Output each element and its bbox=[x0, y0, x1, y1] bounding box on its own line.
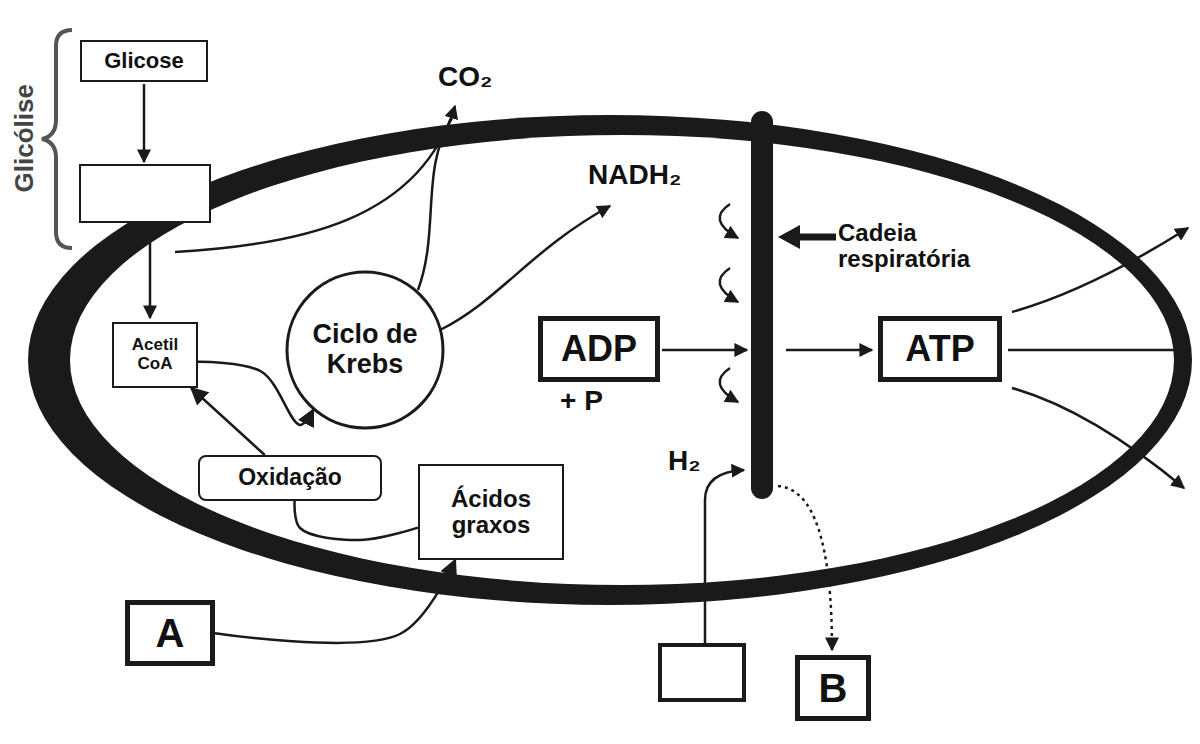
pointer-arrow bbox=[798, 234, 836, 241]
glycolysis-brace bbox=[42, 30, 72, 248]
node-text: Ácidos graxos bbox=[420, 486, 562, 539]
input-box: Glicose bbox=[80, 40, 208, 82]
arrow bbox=[143, 84, 146, 162]
arrow bbox=[149, 224, 152, 318]
arrow bbox=[720, 204, 738, 238]
molecule-label: + P bbox=[560, 386, 603, 417]
molecule-label: H₂ bbox=[668, 446, 701, 477]
arrow bbox=[1012, 388, 1184, 488]
node-text: Oxidação bbox=[234, 465, 346, 490]
node-text: Glicose bbox=[100, 49, 187, 73]
empty-box bbox=[80, 165, 210, 222]
metabolite-box: Acetil CoA bbox=[112, 322, 198, 388]
substrate-box: Ácidos graxos bbox=[418, 464, 564, 560]
node-text: B bbox=[815, 666, 852, 710]
line bbox=[418, 118, 452, 290]
molecule-box: ADP bbox=[538, 316, 660, 382]
pointer-arrowhead bbox=[778, 225, 800, 249]
cycle-circle: Ciclo de Krebs bbox=[285, 270, 445, 430]
bracket-label: Glicólise bbox=[10, 68, 39, 208]
node-text: ATP bbox=[901, 329, 978, 369]
pathway-arrows bbox=[144, 84, 1190, 650]
arrow bbox=[175, 106, 455, 252]
arrow bbox=[1008, 349, 1190, 352]
matrix bbox=[70, 135, 1174, 585]
answer-box: B bbox=[795, 655, 871, 721]
node-text: ADP bbox=[557, 329, 641, 369]
connector-arrow bbox=[215, 560, 455, 643]
arrow bbox=[662, 349, 747, 352]
empty-box bbox=[660, 645, 744, 700]
connector-arrow bbox=[295, 501, 418, 540]
respiratory-chain bbox=[751, 122, 773, 488]
arrow bbox=[440, 206, 610, 330]
circle-outline bbox=[287, 272, 443, 428]
structure-label: Cadeia respiratória bbox=[838, 220, 1013, 273]
outer-membrane bbox=[28, 115, 1192, 605]
arrow bbox=[778, 486, 832, 650]
molecule-label: NADH₂ bbox=[588, 160, 681, 191]
arrow bbox=[720, 368, 738, 402]
node-text: Ciclo de Krebs bbox=[295, 320, 435, 379]
arrow bbox=[720, 268, 738, 302]
molecule-label: CO₂ bbox=[438, 62, 492, 93]
arrow bbox=[705, 470, 744, 643]
arrow bbox=[786, 349, 872, 352]
node-text: A bbox=[152, 611, 189, 655]
molecule-box: ATP bbox=[878, 316, 1002, 382]
arrow bbox=[1012, 228, 1188, 312]
connector-arrow bbox=[191, 388, 265, 455]
process-box: Oxidação bbox=[198, 455, 382, 501]
node-text: Acetil CoA bbox=[114, 336, 196, 373]
answer-box: A bbox=[125, 600, 215, 666]
